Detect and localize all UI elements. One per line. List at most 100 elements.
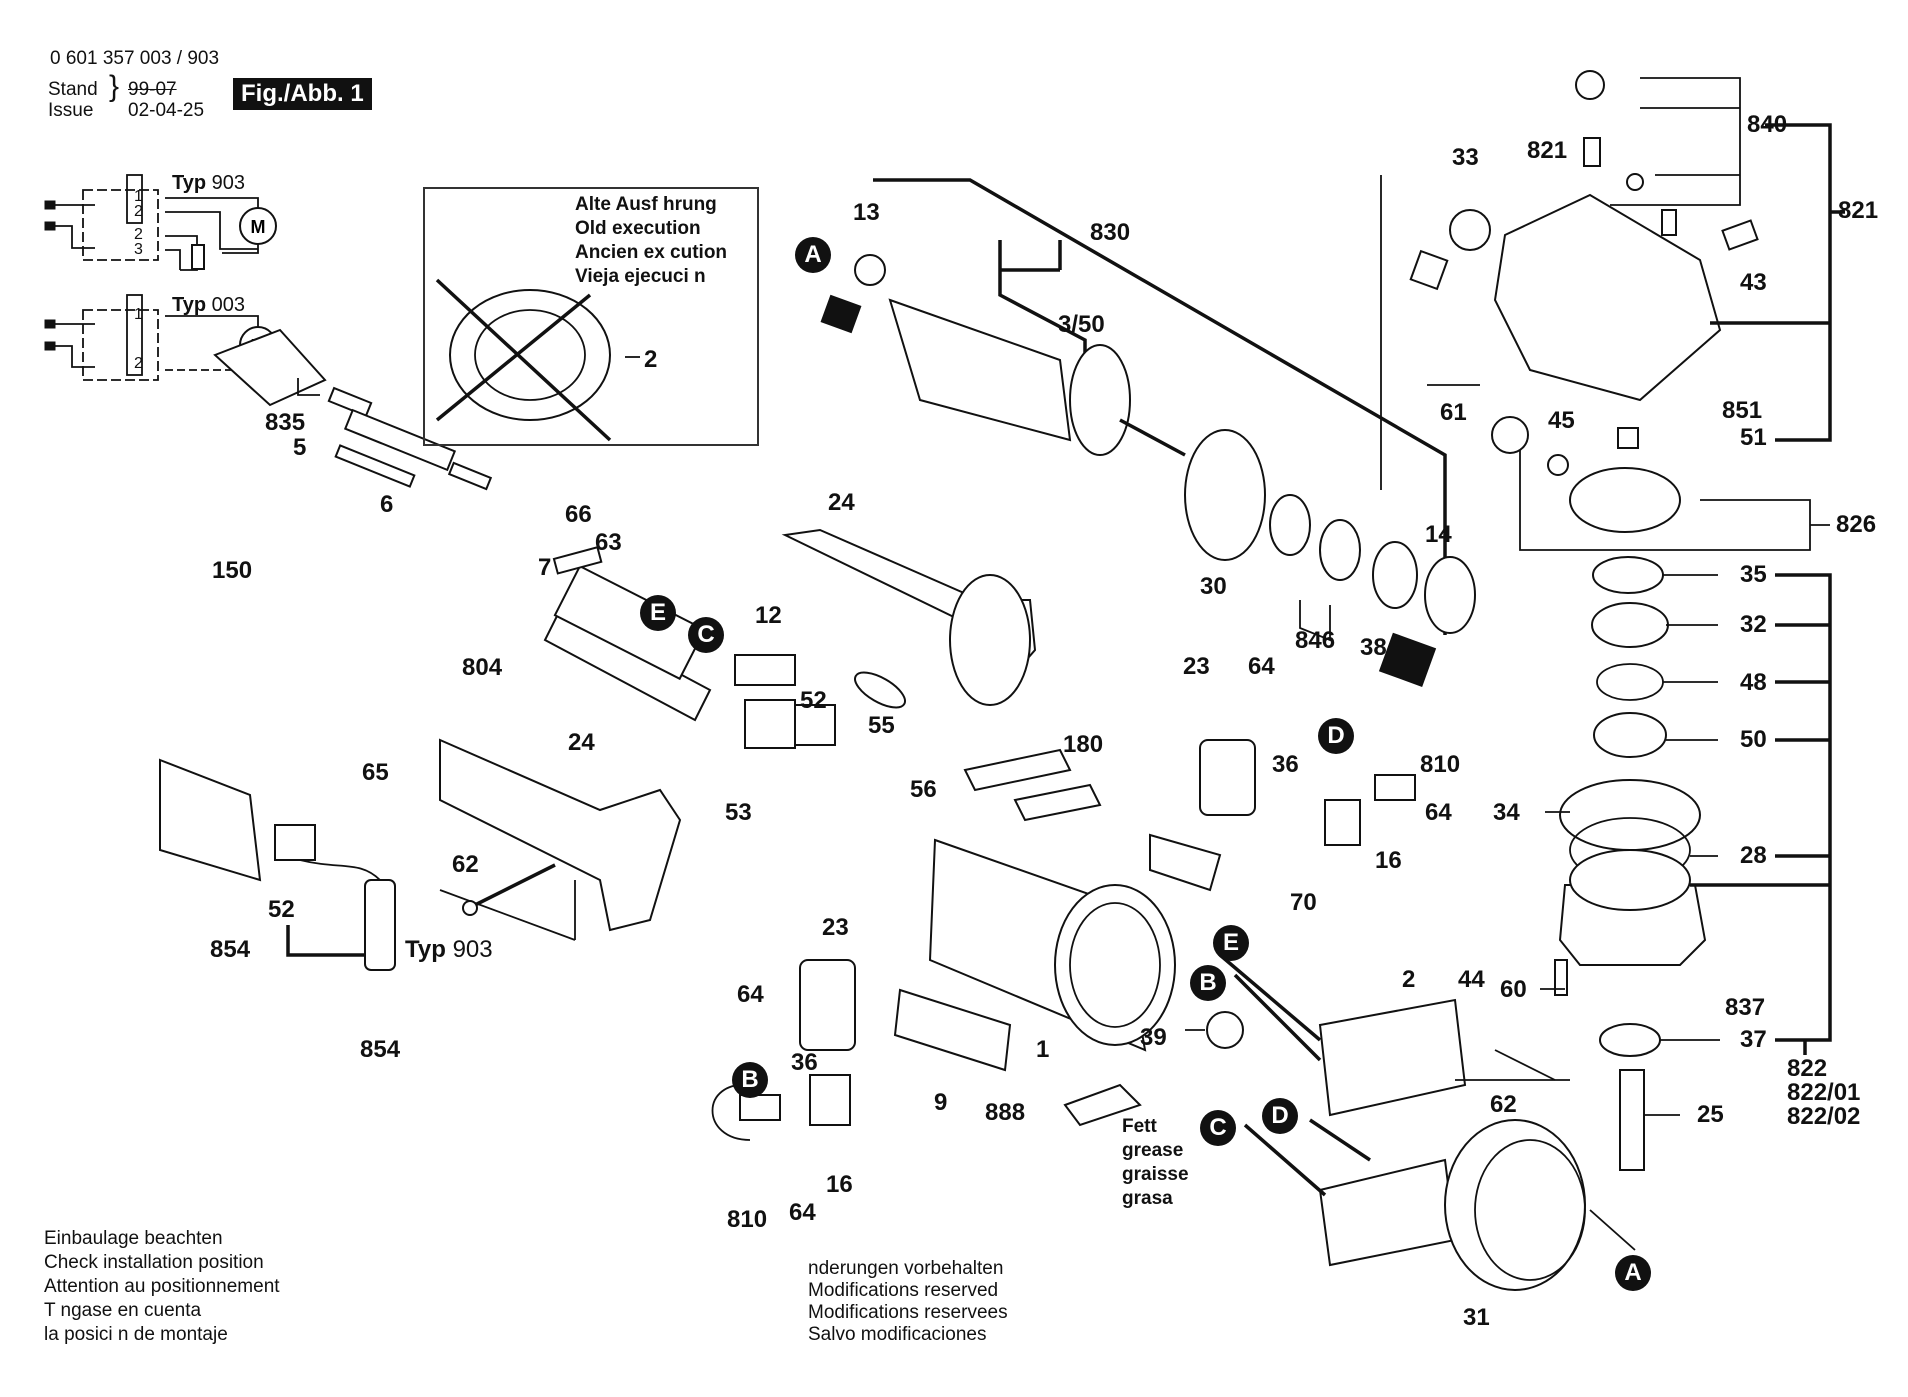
- old-stator-drawing: [435, 278, 640, 442]
- part-label: 23: [822, 914, 849, 941]
- modifications-note-line: Salvo modificaciones: [808, 1324, 987, 1345]
- part-label: 25: [1697, 1101, 1724, 1128]
- part-label: 28: [1740, 842, 1767, 869]
- handle-housing-upper: [781, 528, 1037, 709]
- motor-symbol-903: M: [251, 217, 266, 237]
- part-label: 38: [1360, 634, 1387, 661]
- part-label: 810: [727, 1206, 768, 1233]
- part-label: 822/01: [1787, 1079, 1861, 1106]
- screw-62: [462, 863, 556, 916]
- typ-number: 903: [452, 936, 493, 963]
- typ-label: Typ: [405, 936, 446, 963]
- part-label: 30: [1200, 573, 1227, 600]
- part-label: 14: [1425, 521, 1452, 548]
- typ-label: Typ: [172, 172, 207, 194]
- modifications-note-line: Modifications reserved: [808, 1280, 999, 1301]
- part-label: 31: [1463, 1304, 1490, 1331]
- part-label: 5: [293, 434, 307, 461]
- typ-number: 903: [211, 172, 246, 194]
- installation-note: Einbaulage beachten Check installation p…: [44, 1227, 280, 1347]
- old-execution-fr: Ancien ex cution: [575, 242, 728, 263]
- part-label: 32: [1740, 611, 1767, 638]
- part-label: 7: [538, 554, 552, 581]
- gear-head-housing: [1380, 70, 1845, 551]
- part-label: 854: [210, 936, 251, 963]
- armature-assembly: [820, 178, 1447, 635]
- part-label: 43: [1740, 269, 1767, 296]
- modifications-note: nderungen vorbehalten Modifications rese…: [808, 1258, 1008, 1346]
- part-label: 66: [565, 501, 592, 528]
- part-number: 0 601 357 003 / 903: [50, 48, 220, 69]
- grease-note-en: grease: [1122, 1140, 1184, 1161]
- old-execution-en: Old execution: [575, 218, 701, 239]
- part-label: 854: [360, 1036, 401, 1063]
- part-label: 851: [1722, 397, 1763, 424]
- part-label: 64: [737, 981, 764, 1008]
- part-label: 821: [1527, 137, 1568, 164]
- part-label: 821: [1838, 197, 1879, 224]
- part-label: 62: [452, 851, 479, 878]
- grease-note-fr: graisse: [1122, 1164, 1189, 1185]
- installation-note-line: Einbaulage beachten: [44, 1228, 223, 1249]
- part-label: 55: [868, 712, 895, 739]
- installation-note-line: T ngase en cuenta: [44, 1300, 202, 1321]
- part-label: 48: [1740, 669, 1767, 696]
- marker-c: C: [1200, 1110, 1236, 1146]
- part-label: 36: [791, 1049, 818, 1076]
- terminal-label: 1: [134, 188, 143, 205]
- marker-e: E: [640, 595, 676, 631]
- part-label: 64: [789, 1199, 816, 1226]
- part-label: 16: [1375, 847, 1402, 874]
- part-label: 56: [910, 776, 937, 803]
- typ-903-caption: Typ 903: [405, 937, 493, 963]
- part-label: 63: [595, 529, 622, 556]
- marker-b: B: [1190, 965, 1226, 1001]
- stand-label: Stand: [48, 79, 98, 100]
- old-execution-box: [423, 187, 759, 446]
- part-label: 13: [853, 199, 880, 226]
- old-execution-es: Vieja ejecuci n: [575, 266, 706, 287]
- part-label: 61: [1440, 399, 1467, 426]
- terminal-label: 1: [134, 306, 143, 323]
- part-label: 24: [828, 489, 855, 516]
- marker-d: D: [1262, 1098, 1298, 1134]
- part-label: 3/50: [1058, 311, 1105, 338]
- grease-note-de: Fett: [1122, 1116, 1157, 1137]
- marker-a: A: [795, 237, 831, 273]
- part-label: 2: [1402, 966, 1416, 993]
- part-label: 23: [1183, 653, 1210, 680]
- part-label: 34: [1493, 799, 1520, 826]
- figure-badge: Fig./Abb. 1: [233, 78, 372, 110]
- part-label: 840: [1747, 111, 1788, 138]
- part-label: 60: [1500, 976, 1527, 1003]
- marker-c: C: [688, 617, 724, 653]
- terminal-label: 2: [134, 203, 143, 220]
- terminal-label: 3: [134, 241, 143, 258]
- wiring-type-903: Typ 903: [172, 170, 245, 196]
- grease-note: Fett grease graisse grasa: [1122, 1115, 1189, 1211]
- part-label: 837: [1725, 994, 1766, 1021]
- part-label: 1: [1036, 1036, 1050, 1063]
- brace-icon: }: [109, 70, 120, 103]
- part-label: 16: [826, 1171, 853, 1198]
- part-label: 70: [1290, 889, 1317, 916]
- part-label: 65: [362, 759, 389, 786]
- installation-note-line: la posici n de montaje: [44, 1324, 228, 1345]
- handle-housing-lower: [439, 738, 682, 941]
- modifications-note-line: Modifications reservees: [808, 1302, 1008, 1323]
- power-cord-group: [213, 328, 493, 491]
- grease-note-es: grasa: [1122, 1188, 1173, 1209]
- part-label: 50: [1740, 726, 1767, 753]
- marker-d: D: [1318, 718, 1354, 754]
- part-label: 36: [1272, 751, 1299, 778]
- part-label: 52: [268, 896, 295, 923]
- part-label: 180: [1063, 731, 1104, 758]
- terminal-label: 2: [134, 355, 143, 372]
- part-label-group-822: 822 822/01 822/02: [1787, 1057, 1860, 1129]
- issue-label: Issue: [48, 100, 94, 121]
- wiring-type-003: Typ 003: [172, 292, 245, 318]
- brush-parts: [711, 739, 1416, 1141]
- switch-assembly: [543, 546, 836, 749]
- part-label: 835: [265, 409, 306, 436]
